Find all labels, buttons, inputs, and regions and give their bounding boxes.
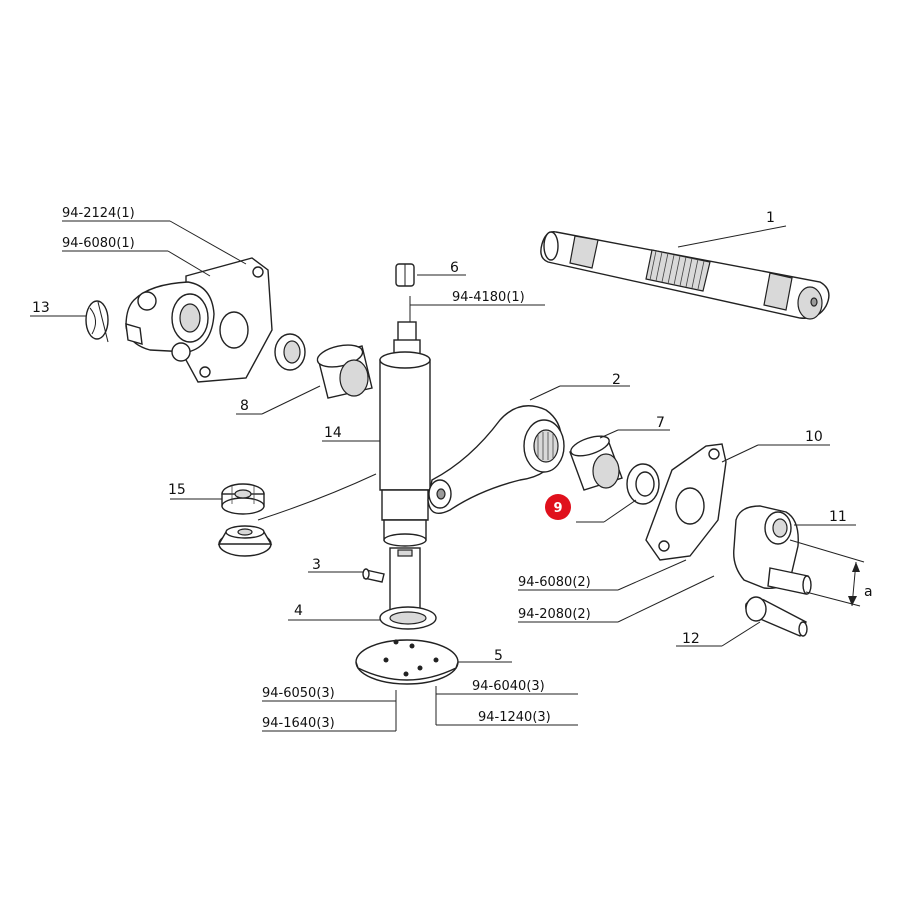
left-steering-housing[interactable] bbox=[125, 257, 273, 383]
label-part-15: 15 bbox=[168, 482, 186, 498]
ref-94-6050-3: 94-6050(3) bbox=[262, 686, 335, 701]
label-part-13: 13 bbox=[32, 300, 50, 316]
part-5-plate[interactable] bbox=[355, 639, 459, 685]
ref-94-1240-3: 94-1240(3) bbox=[478, 710, 551, 725]
wire-lead bbox=[257, 473, 377, 521]
dimension-a bbox=[789, 539, 865, 607]
part-3-pin[interactable] bbox=[362, 568, 385, 583]
part-1-splined-shaft[interactable] bbox=[540, 231, 830, 320]
part-15-washer-cup[interactable] bbox=[217, 525, 273, 557]
part-13-clip-pin[interactable] bbox=[85, 300, 109, 343]
highlight-badge-part-9[interactable]: 9 bbox=[545, 494, 571, 520]
part-7-bushing[interactable] bbox=[569, 432, 623, 491]
part-15-castle-nut[interactable] bbox=[221, 483, 265, 515]
part-2-steering-arm[interactable] bbox=[427, 405, 565, 514]
ref-94-4180-1: 94-4180(1) bbox=[452, 290, 525, 305]
label-part-4: 4 bbox=[294, 603, 303, 619]
label-part-11: 11 bbox=[829, 509, 847, 525]
part-8-bushing[interactable] bbox=[315, 341, 373, 399]
part-14-kingpin-cylinder[interactable] bbox=[379, 321, 431, 619]
part-11-right-housing[interactable] bbox=[733, 505, 812, 595]
ref-94-1640-3: 94-1640(3) bbox=[262, 716, 335, 731]
label-part-2: 2 bbox=[612, 372, 621, 388]
part-12-bolt[interactable] bbox=[745, 596, 808, 637]
ref-94-2080-2: 94-2080(2) bbox=[518, 607, 591, 622]
label-part-5: 5 bbox=[494, 648, 503, 664]
leader-lines bbox=[30, 220, 856, 732]
label-part-10: 10 bbox=[805, 429, 823, 445]
part-4-washer[interactable] bbox=[379, 606, 437, 630]
label-part-9: 9 bbox=[553, 501, 562, 516]
label-part-14: 14 bbox=[324, 425, 342, 441]
label-part-8: 8 bbox=[240, 398, 249, 414]
ref-94-2124-1: 94-2124(1) bbox=[62, 206, 135, 221]
label-part-7: 7 bbox=[656, 415, 665, 431]
part-6-cap-nut[interactable] bbox=[395, 263, 415, 287]
label-part-1: 1 bbox=[766, 210, 775, 226]
label-part-12: 12 bbox=[682, 631, 700, 647]
ref-94-6040-3: 94-6040(3) bbox=[472, 679, 545, 694]
label-part-3: 3 bbox=[312, 557, 321, 573]
ref-94-6080-2: 94-6080(2) bbox=[518, 575, 591, 590]
label-part-6: 6 bbox=[450, 260, 459, 276]
part-10-plate-gasket[interactable] bbox=[645, 443, 727, 561]
part-9-seal-ring[interactable] bbox=[626, 463, 660, 505]
dimension-a-label: a bbox=[864, 584, 873, 600]
seal-ring-left[interactable] bbox=[274, 333, 306, 371]
ref-94-6080-1: 94-6080(1) bbox=[62, 236, 135, 251]
